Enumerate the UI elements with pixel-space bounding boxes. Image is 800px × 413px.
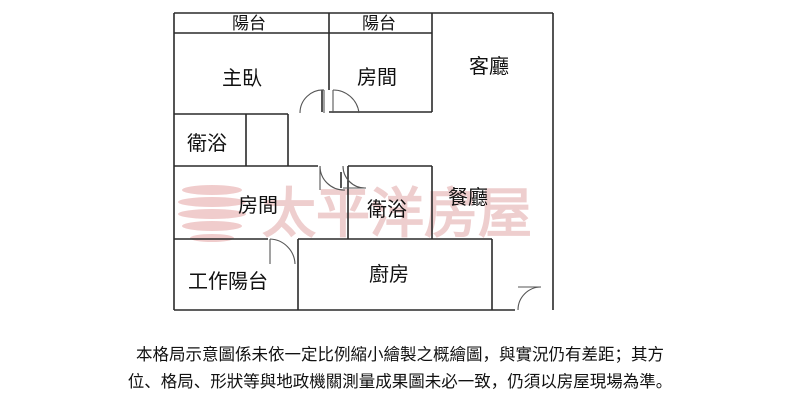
door-bathroom-middle-icon [342,165,366,189]
living-room-label: 客廳 [469,54,509,78]
utility-balcony-label: 工作陽台 [188,269,268,293]
doors [269,89,542,311]
bathroom-middle-label: 衛浴 [367,197,407,221]
watermark-text: 太平洋房屋 [262,181,532,245]
disclaimer: 本格局示意圖係未依一定比例縮小繪製之概繪圖，與實況仍有差距；其方 位、格局、形狀… [0,341,800,395]
disclaimer-line-2: 位、格局、形狀等與地政機關測量成果圖未必一致，仍須以房屋現場為準。 [127,372,673,391]
kitchen-label: 廚房 [369,262,409,286]
watermark-logo-icon [178,185,246,242]
balcony-right-label: 陽台 [362,14,396,34]
door-master-bedroom-icon [299,89,325,114]
balcony-left-label: 陽台 [232,14,266,34]
master-bedroom-label: 主臥 [222,66,262,90]
watermark: 太平洋房屋 [178,181,532,245]
bathroom-left-label: 衛浴 [187,131,227,155]
dining-room-label: 餐廳 [448,185,488,209]
floor-plan: 太平洋房屋 [173,12,554,311]
bedroom-middle-label: 房間 [238,193,278,217]
door-bedroom-middle-icon [319,165,346,191]
disclaimer-line-1: 本格局示意圖係未依一定比例縮小繪製之概繪圖，與實況仍有差距；其方 [136,345,664,364]
bedroom-top-label: 房間 [357,65,397,89]
door-entrance-icon [517,286,542,311]
walls [173,12,554,311]
door-bedroom-top-icon [332,89,360,114]
door-utility-icon [269,238,296,265]
